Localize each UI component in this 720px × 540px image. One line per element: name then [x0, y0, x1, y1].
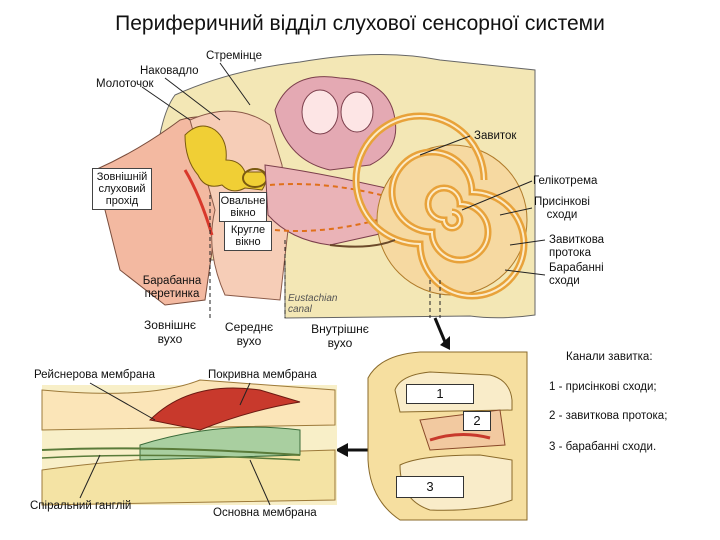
cochlea-spiral: [352, 112, 528, 300]
legend-item-1: 1 - присінкові сходи;: [549, 381, 657, 393]
organ-of-corti: [41, 379, 337, 506]
channel-number-3: 3: [396, 476, 464, 498]
legend-title: Канали завитка:: [566, 351, 653, 363]
label-reissner: Рейснерова мембрана: [34, 369, 156, 381]
legend-item-3: 3 - барабанні сходи.: [549, 441, 657, 453]
legend-item-2: 2 - завиткова протока;: [549, 410, 668, 422]
channel-number-1: 1: [406, 384, 474, 404]
page-title: Периферичний відділ слухової сенсорної с…: [115, 12, 605, 35]
label-spiral-ganglion: Спіральний ганглій: [30, 500, 132, 512]
label-stapes: Стремінце: [206, 50, 263, 62]
label-malleus: Молоточок: [96, 78, 154, 90]
label-incus: Наковадло: [140, 65, 199, 77]
label-tectorial: Покривна мембрана: [208, 369, 317, 381]
label-basilar: Основна мембрана: [213, 507, 317, 519]
label-helicotrema: Гелікотрема: [533, 175, 598, 187]
eardrum-line: [183, 169, 214, 236]
label-cochlea: Завиток: [474, 130, 517, 142]
channel-number-2: 2: [463, 411, 491, 431]
